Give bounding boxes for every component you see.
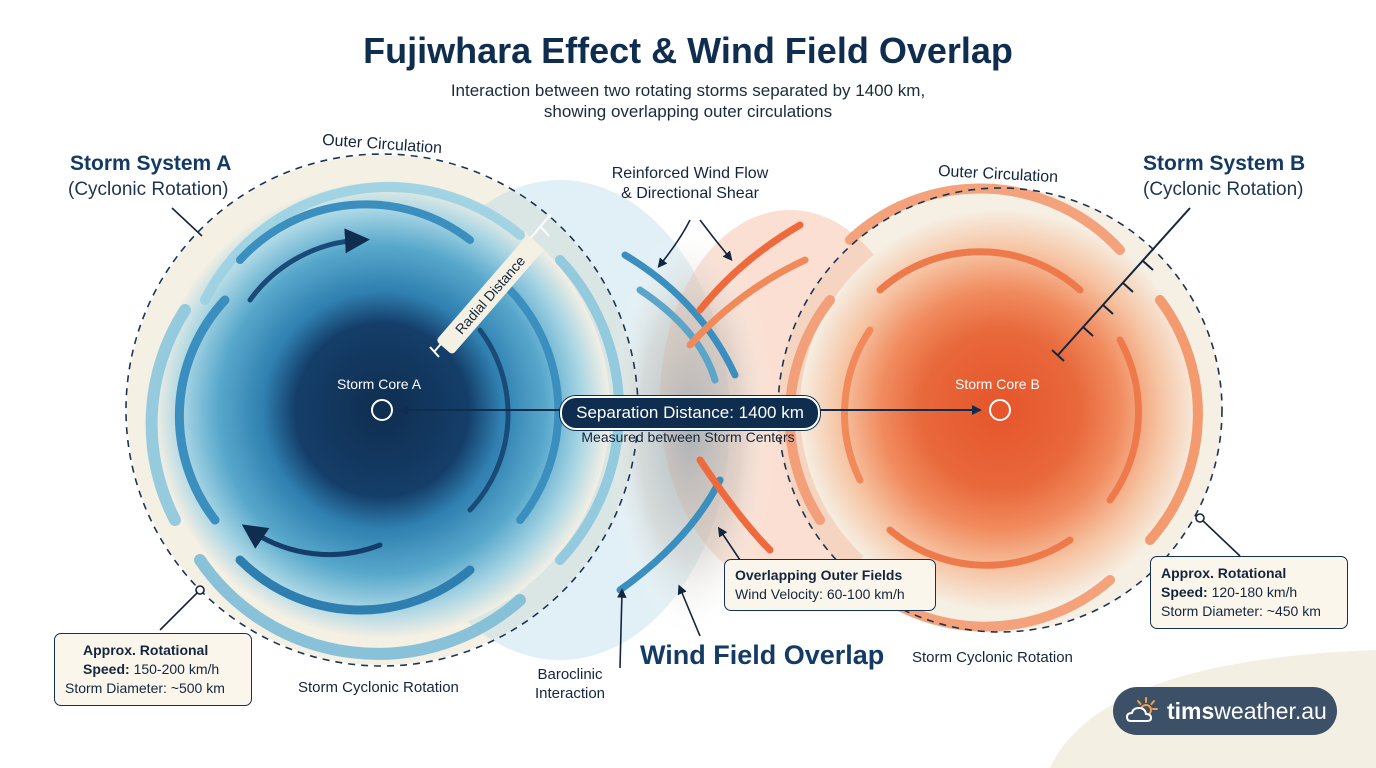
brand-text: timsweather.au — [1167, 698, 1327, 725]
baroclinic-line-2: Interaction — [534, 685, 606, 702]
storm-a-speed-label: Approx. Rotational — [83, 642, 209, 658]
storm-core-b-marker — [989, 399, 1011, 421]
storm-b-bottom-label: Storm Cyclonic Rotation — [912, 649, 1073, 666]
storm-core-a-label: Storm Core A — [337, 376, 422, 392]
overlap-title: Overlapping Outer Fields — [735, 567, 903, 583]
storm-core-b-label: Storm Core B — [955, 376, 1040, 392]
overlap-wind-arrows — [616, 221, 809, 594]
storm-b-speed-label: Approx. Rotational — [1161, 565, 1287, 581]
storm-b-body — [800, 210, 1200, 610]
overlap-zone — [605, 220, 775, 640]
reinforced-line-2: & Directional Shear — [621, 185, 759, 202]
reinforced-line-1: Reinforced Wind Flow — [611, 165, 769, 182]
storm-b-speed-key: Speed: — [1161, 584, 1208, 600]
storm-b-radial-ruler — [1051, 207, 1191, 362]
storm-b-speed-value: 120-180 km/h — [1207, 584, 1298, 600]
page-subtitle: Interaction between two rotating storms … — [0, 80, 1376, 122]
storm-a-swirl-bands — [145, 182, 624, 660]
brand-bold: tims — [1167, 698, 1215, 724]
overlap-info-box: Overlapping Outer Fields Wind Velocity: … — [724, 559, 936, 611]
storm-b-dashed-ring — [777, 187, 1223, 633]
cloud-sun-icon — [1125, 696, 1159, 731]
storm-a-name: Storm System A — [70, 152, 232, 175]
storm-a-info-box: Approx. Rotational Speed: 150-200 km/h S… — [54, 633, 252, 706]
storm-b-name: Storm System B — [1143, 152, 1306, 175]
storm-a-rotation: (Cyclonic Rotation) — [68, 179, 229, 200]
wind-field-overlap-label: Wind Field Overlap — [640, 640, 885, 670]
reinforced-flow-label: Reinforced Wind Flow & Directional Shear — [590, 164, 790, 204]
storm-a-speed-key: Speed: — [83, 661, 130, 677]
storm-a-diameter: Storm Diameter: ~500 km — [65, 680, 225, 696]
storm-a-bottom-label: Storm Cyclonic Rotation — [298, 679, 459, 696]
brand-badge[interactable]: timsweather.au — [1113, 687, 1337, 735]
leader-lines — [159, 207, 1241, 669]
storm-a-speed-value: 150-200 km/h — [129, 661, 220, 677]
subtitle-line-1: Interaction between two rotating storms … — [450, 81, 926, 100]
page-title: Fujiwhara Effect & Wind Field Overlap — [363, 30, 1013, 71]
subtitle-line-2: showing overlapping outer circulations — [543, 102, 833, 121]
storm-core-a-marker — [371, 399, 393, 421]
storm-b-info-box: Approx. Rotational Speed: 120-180 km/h S… — [1150, 556, 1348, 629]
measured-label: Measured between Storm Centers — [581, 429, 795, 445]
baroclinic-line-1: Baroclinic — [537, 666, 603, 683]
storm-b-rotation: (Cyclonic Rotation) — [1143, 179, 1304, 200]
baroclinic-label: Baroclinic Interaction — [520, 665, 620, 703]
overlap-velocity: Wind Velocity: 60-100 km/h — [735, 586, 905, 602]
separation-distance-pill: Separation Distance: 1400 km — [560, 396, 820, 430]
brand-regular: weather.au — [1214, 698, 1327, 724]
storm-b-diameter: Storm Diameter: ~450 km — [1161, 603, 1321, 619]
